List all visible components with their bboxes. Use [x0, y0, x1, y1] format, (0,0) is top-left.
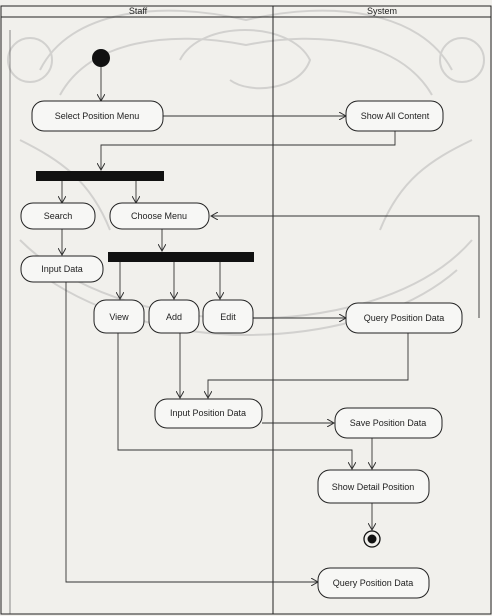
label-view: View [109, 312, 129, 322]
node-input-position-data: Input Position Data [154, 398, 263, 429]
label-select-position-menu: Select Position Menu [55, 111, 140, 121]
start-node [92, 49, 110, 67]
node-view: View [93, 299, 145, 334]
node-input-data: Input Data [20, 255, 104, 283]
label-choose-menu: Choose Menu [131, 211, 187, 221]
node-choose-menu: Choose Menu [109, 202, 210, 230]
lane-title-system: System [367, 6, 397, 16]
label-save-position-data: Save Position Data [350, 418, 427, 428]
label-show-detail-position: Show Detail Position [332, 482, 415, 492]
node-search: Search [20, 202, 96, 230]
node-edit: Edit [202, 299, 254, 334]
fork-bar-top [36, 171, 164, 181]
label-search: Search [44, 211, 73, 221]
node-select-position-menu: Select Position Menu [31, 100, 164, 132]
label-add: Add [166, 312, 182, 322]
end-node [363, 530, 381, 548]
swimlanes: Staff System [0, 5, 492, 615]
lane-title-staff: Staff [129, 6, 148, 16]
label-input-data: Input Data [41, 264, 83, 274]
node-query-position-data-top: Query Position Data [345, 302, 463, 334]
node-show-all-content: Show All Content [345, 100, 444, 132]
fork-bar-menu [108, 252, 254, 262]
label-query-position-data-bottom: Query Position Data [333, 578, 414, 588]
diagram-frame [0, 5, 492, 615]
node-add: Add [148, 299, 200, 334]
node-show-detail-position: Show Detail Position [317, 469, 430, 504]
label-input-position-data: Input Position Data [170, 408, 246, 418]
flow-edges [62, 67, 480, 582]
label-query-position-data-top: Query Position Data [364, 313, 445, 323]
label-show-all-content: Show All Content [361, 111, 430, 121]
node-query-position-data-bottom: Query Position Data [317, 567, 430, 599]
label-edit: Edit [220, 312, 236, 322]
node-save-position-data: Save Position Data [334, 407, 443, 439]
